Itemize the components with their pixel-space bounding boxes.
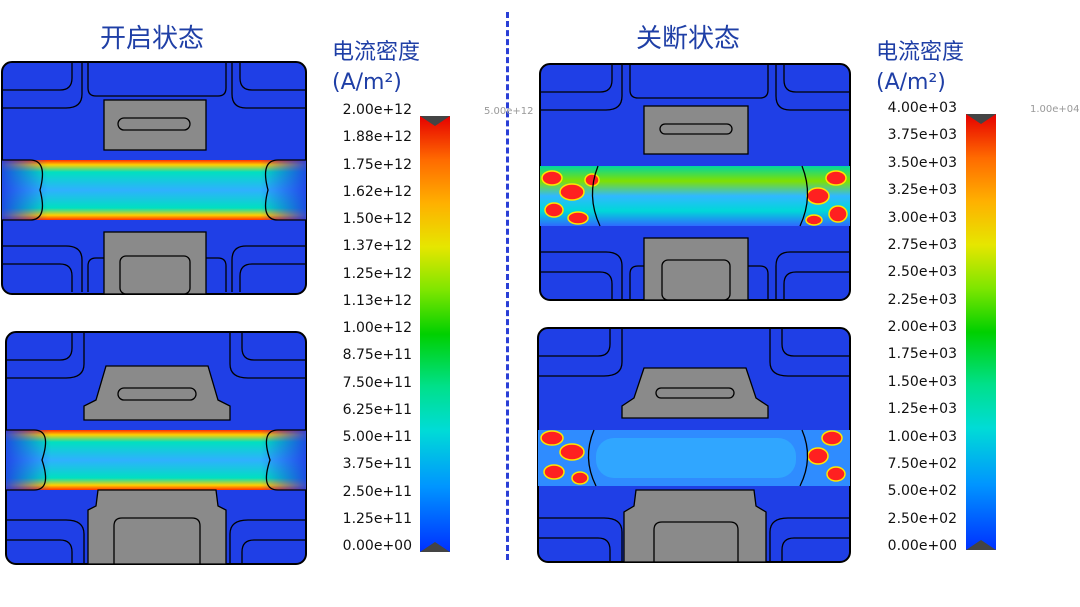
left-colorbar-tick-label: 1.13e+12 bbox=[342, 292, 412, 309]
left-colorbar-tick-label: 5.00e+11 bbox=[342, 429, 412, 445]
on-state-unit-symbol: (A/m²) bbox=[332, 70, 402, 95]
off-state-bottom-simulation bbox=[537, 327, 851, 563]
on-state-unit-label: 电流密度 bbox=[332, 40, 421, 65]
off-state-unit: 电流密度 (A/m²) bbox=[876, 38, 964, 98]
off-state-colorbar-top-cap bbox=[966, 114, 996, 124]
left-colorbar-tick-label: 1.50e+12 bbox=[342, 211, 412, 227]
left-colorbar-tick-label: 3.75e+11 bbox=[342, 456, 412, 473]
right-colorbar-tick-label: 2.75e+03 bbox=[887, 236, 957, 253]
left-colorbar-tick-label: 0.00e+00 bbox=[342, 538, 412, 554]
off-state-unit-label: 电流密度 bbox=[876, 40, 965, 65]
on-state-colorbar-bottom-cap bbox=[420, 542, 450, 552]
left-colorbar-tick-label: 1.62e+12 bbox=[342, 183, 412, 200]
left-colorbar-tick-label: 1.25e+11 bbox=[342, 510, 412, 527]
state-divider bbox=[506, 12, 509, 560]
left-colorbar-tick-label: 7.50e+11 bbox=[342, 374, 412, 391]
right-colorbar-tick-label: 2.50e+02 bbox=[887, 510, 957, 527]
off-state-colorbar-max-label: 1.00e+04 bbox=[1030, 104, 1080, 115]
right-colorbar-tick-label: 3.00e+03 bbox=[887, 209, 957, 226]
off-state-top-simulation bbox=[539, 63, 851, 301]
right-colorbar-tick-label: 2.00e+03 bbox=[887, 319, 957, 335]
on-state-title: 开启状态 bbox=[100, 24, 205, 54]
right-colorbar-tick-label: 1.50e+03 bbox=[887, 373, 957, 390]
right-colorbar-tick-label: 1.25e+03 bbox=[887, 401, 957, 418]
left-colorbar-tick-label: 1.75e+12 bbox=[342, 156, 412, 173]
right-colorbar-tick-label: 1.00e+03 bbox=[887, 428, 957, 445]
off-state-title: 关断状态 bbox=[636, 24, 741, 54]
left-colorbar-tick-label: 2.50e+11 bbox=[342, 483, 412, 500]
on-state-bottom-simulation bbox=[5, 331, 307, 565]
right-colorbar-tick-label: 7.50e+02 bbox=[887, 455, 957, 472]
left-colorbar-tick-label: 1.00e+12 bbox=[342, 320, 412, 336]
on-state-top-simulation bbox=[1, 61, 307, 295]
left-colorbar-tick-label: 2.00e+12 bbox=[342, 102, 412, 118]
on-state-unit: 电流密度 (A/m²) bbox=[332, 38, 420, 98]
right-colorbar-tick-label: 3.50e+03 bbox=[887, 154, 957, 171]
right-colorbar-tick-label: 1.75e+03 bbox=[887, 346, 957, 363]
right-colorbar-tick-label: 0.00e+00 bbox=[887, 538, 957, 554]
right-colorbar-tick-label: 5.00e+02 bbox=[887, 483, 957, 500]
right-colorbar-tick-label: 4.00e+03 bbox=[887, 100, 957, 116]
on-state-colorbar-max-label: 5.00e+12 bbox=[484, 106, 534, 117]
left-colorbar-tick-label: 1.37e+12 bbox=[342, 238, 412, 255]
left-colorbar-tick-label: 1.88e+12 bbox=[342, 129, 412, 146]
right-colorbar-tick-label: 2.50e+03 bbox=[887, 264, 957, 281]
off-state-colorbar-bottom-cap bbox=[966, 540, 996, 550]
right-colorbar-tick-label: 3.75e+03 bbox=[887, 127, 957, 144]
off-state-unit-symbol: (A/m²) bbox=[876, 70, 946, 95]
on-state-colorbar-top-cap bbox=[420, 116, 450, 126]
left-colorbar-tick-label: 8.75e+11 bbox=[342, 347, 412, 364]
right-colorbar-tick-label: 3.25e+03 bbox=[887, 182, 957, 199]
off-state-colorbar bbox=[966, 114, 996, 550]
left-colorbar-tick-label: 6.25e+11 bbox=[342, 401, 412, 418]
on-state-colorbar bbox=[420, 116, 450, 552]
left-colorbar-tick-label: 1.25e+12 bbox=[342, 265, 412, 282]
right-colorbar-tick-label: 2.25e+03 bbox=[887, 291, 957, 308]
